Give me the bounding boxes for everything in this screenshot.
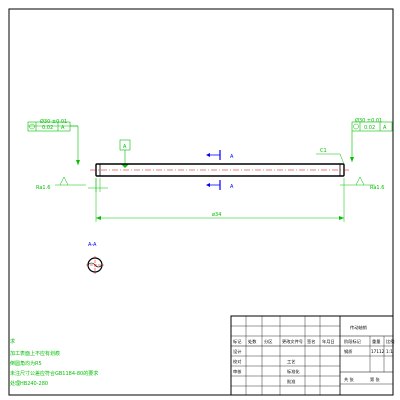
weight-label: 重量: [372, 338, 380, 345]
datum-ref-left: A: [61, 125, 65, 131]
circularity-value-right: 0.02: [364, 125, 375, 131]
material-label: 钢质: [344, 348, 352, 355]
technical-notes: 求 加工表面上不应有划痕 倒圆角均为R5 未注尺寸公差应符合GB1184-80的…: [10, 338, 98, 387]
notes-heading: 求: [10, 338, 15, 345]
title-block: [230, 315, 394, 396]
title-block-text: 传动轴销 标记 处数 分区 更改文件号 签名 年月日 设计 校对 工艺 审核 标…: [233, 324, 394, 385]
header-mark: 标记: [233, 338, 242, 345]
tolerance-frame-right: Ø30 ±0.01 0.02 A: [350, 117, 393, 162]
part-name: 传动轴销: [350, 324, 367, 331]
header-count: 处数: [248, 338, 257, 345]
sheet-count: 共 张: [344, 376, 355, 383]
header-sign: 签名: [307, 338, 315, 345]
header-zone: 分区: [264, 338, 272, 345]
row-standard: 标准化: [287, 368, 300, 375]
stage-label: 阶段标记: [344, 338, 362, 345]
row-date: 批准: [287, 378, 295, 385]
roughness-right: Ra1.6: [340, 176, 384, 191]
scale-label: 比例: [386, 338, 394, 345]
section-title: A-A: [88, 242, 97, 248]
roughness-right-label: Ra1.6: [370, 185, 384, 191]
length-label: ø34: [212, 212, 221, 218]
drawing-frame: [8, 8, 394, 396]
roughness-left: Ra1.6: [36, 176, 86, 191]
datum-ref-right: A: [383, 125, 387, 131]
note-4: 处理HB240-280: [10, 380, 48, 387]
end-dimension-left: [88, 178, 108, 192]
datum-a-marker: A: [119, 139, 131, 168]
section-marker-top: A: [230, 154, 234, 160]
row-process: 工艺: [287, 359, 295, 364]
weight-value: 17112: [371, 349, 385, 354]
chamfer-label: C1: [320, 148, 327, 154]
circularity-value-left: 0.02: [42, 125, 53, 131]
header-date: 年月日: [322, 338, 335, 345]
header-change-doc: 更改文件号: [282, 338, 303, 345]
length-dimension: ø34: [95, 178, 345, 222]
diameter-tolerance-left: Ø30 ±0.01: [40, 118, 67, 125]
shaft: [90, 163, 350, 177]
section-cut-marks: A A: [206, 150, 234, 190]
circularity-icon: [29, 123, 35, 130]
note-2: 倒圆角均为R5: [10, 360, 42, 367]
section-view: A-A: [86, 242, 104, 274]
roughness-left-label: Ra1.6: [36, 185, 50, 191]
row-design: 设计: [233, 348, 241, 355]
diameter-tolerance-right: Ø30 ±0.01: [355, 117, 382, 124]
circularity-icon: [353, 123, 359, 130]
tolerance-frame-left: Ø30 ±0.01 0.02 A: [27, 118, 80, 165]
datum-label: A: [123, 144, 127, 150]
note-3: 未注尺寸公差应符合GB1184-80的要求: [10, 370, 98, 377]
section-marker-bottom: A: [230, 184, 234, 190]
note-1: 加工表面上不应有划痕: [10, 350, 60, 357]
row-approve: 审核: [233, 368, 242, 375]
row-check: 校对: [233, 358, 241, 365]
scale-value: 1:1: [386, 349, 393, 354]
sheet-number: 第 张: [370, 376, 381, 383]
chamfer-callout: C1: [316, 148, 345, 165]
